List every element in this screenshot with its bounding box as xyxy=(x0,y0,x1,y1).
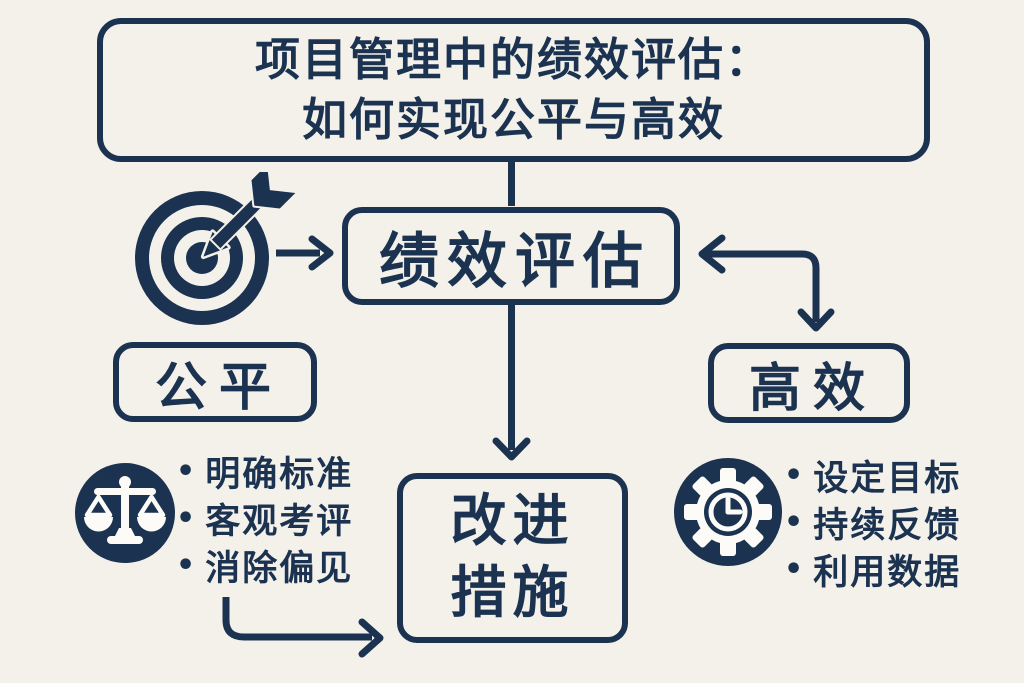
list-item-label: 客观考评 xyxy=(205,502,354,542)
gear-clock-icon xyxy=(674,458,782,566)
bullet-dot: • xyxy=(176,453,198,489)
list-item: • 明确标准 xyxy=(176,448,353,495)
list-item-label: 持续反馈 xyxy=(813,506,962,546)
bullet-dot: • xyxy=(784,504,806,540)
list-item: • 持续反馈 xyxy=(784,499,961,546)
bullet-dot: • xyxy=(784,457,806,493)
list-item: • 设定目标 xyxy=(784,452,961,499)
list-item: • 客观考评 xyxy=(176,495,353,542)
node-performance-evaluation: 绩效评估 xyxy=(342,207,680,305)
connector-bullets-to-improve xyxy=(222,597,372,641)
list-item-label: 利用数据 xyxy=(813,553,962,593)
title-box: 项目管理中的绩效评估： 如何实现公平与高效 xyxy=(97,18,930,162)
node-improvement-line-1: 改进 xyxy=(450,489,575,554)
node-performance-evaluation-label: 绩效评估 xyxy=(379,226,651,297)
list-item-label: 设定目标 xyxy=(813,459,962,499)
bullet-dot: • xyxy=(784,551,806,587)
node-fairness: 公平 xyxy=(113,342,317,422)
efficiency-bullet-list: • 设定目标 • 持续反馈 • 利用数据 xyxy=(784,452,961,593)
title-line-1: 项目管理中的绩效评估： xyxy=(254,33,772,86)
list-item-label: 消除偏见 xyxy=(205,549,354,589)
list-item: • 消除偏见 xyxy=(176,542,353,589)
node-efficiency-label: 高效 xyxy=(748,358,877,419)
bullet-dot: • xyxy=(176,500,198,536)
connector-bullets-to-improve-arrowhead xyxy=(358,618,384,658)
bullet-dot: • xyxy=(176,547,198,583)
title-line-2: 如何实现公平与高效 xyxy=(301,93,725,146)
connector-elbow-left-arrowhead xyxy=(698,234,726,274)
connector-target-to-center-arrowhead xyxy=(308,235,334,271)
node-improvement-line-2: 措施 xyxy=(450,561,575,626)
connector-elbow-down-arrowhead xyxy=(797,308,835,332)
node-improvement-measures: 改进 措施 xyxy=(397,473,628,643)
connector-center-to-improve-arrowhead xyxy=(492,437,531,461)
node-fairness-label: 公平 xyxy=(154,357,283,418)
list-item-label: 明确标准 xyxy=(205,455,354,495)
node-efficiency: 高效 xyxy=(708,343,910,423)
target-dart-icon xyxy=(135,172,297,325)
connector-elbow-right xyxy=(704,250,820,322)
list-item: • 利用数据 xyxy=(784,546,961,593)
scales-of-justice-icon xyxy=(75,463,175,563)
fairness-bullet-list: • 明确标准 • 客观考评 • 消除偏见 xyxy=(176,448,353,589)
